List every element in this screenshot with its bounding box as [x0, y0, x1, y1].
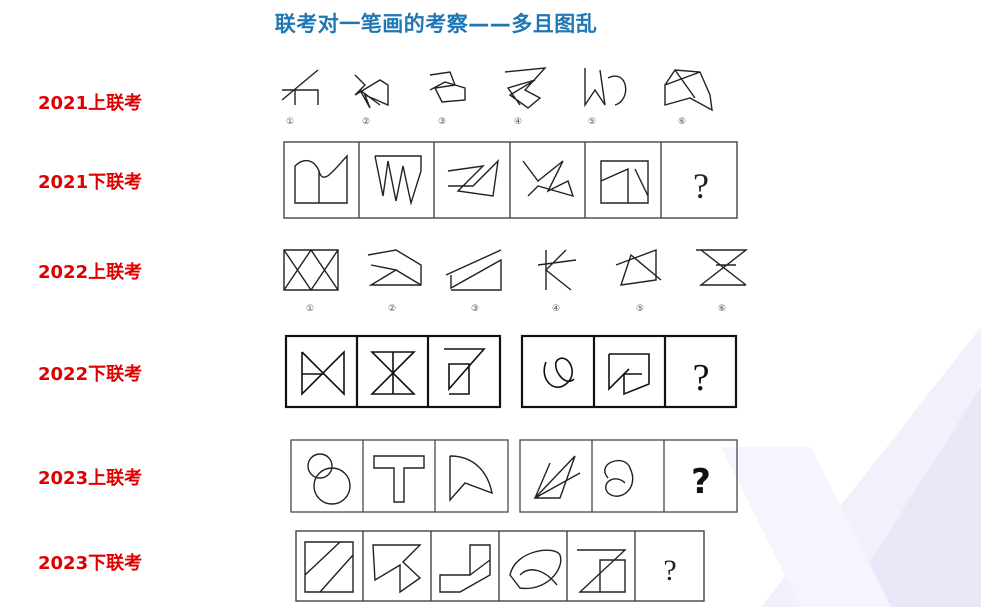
decorative-background-shape [721, 327, 981, 607]
figure-number-2: ② [362, 117, 370, 127]
row-label-2023-second-half: 2023下联考 [38, 553, 143, 574]
row-label-2021-second-half: 2021下联考 [38, 172, 143, 193]
figure-row-2021-second-half: ? [283, 141, 739, 220]
figure-number-5: ⑤ [588, 117, 596, 127]
figure-number-1: ① [306, 304, 314, 314]
figure-number-4: ④ [514, 117, 522, 127]
row-label-2022-second-half: 2022下联考 [38, 364, 143, 385]
row-label-2022-first-half: 2022上联考 [38, 262, 143, 283]
row-label-2023-first-half: 2023上联考 [38, 468, 143, 489]
question-mark: ? [693, 166, 709, 206]
figure-3 [429, 71, 466, 103]
figure-number-6: ⑥ [718, 304, 726, 314]
figure-5 [584, 68, 627, 108]
figure-4 [504, 67, 547, 109]
question-mark: ? [663, 554, 676, 587]
figure-number-2: ② [388, 304, 396, 314]
figure-1 [281, 69, 319, 105]
figure-number-6: ⑥ [678, 117, 686, 127]
figure-6 [664, 69, 713, 112]
figure-row-2022-second-half: ? [284, 334, 739, 410]
figure-number-3: ③ [471, 304, 479, 314]
question-mark: ? [693, 357, 710, 399]
figure-row-2022-first-half: ① ② ③ ④ ⑤ ⑥ [276, 240, 756, 316]
figure-number-1: ① [286, 117, 294, 127]
question-mark: ? [691, 462, 711, 502]
figure-row-2023-first-half: ? [290, 438, 740, 515]
row-label-2021-first-half: 2021上联考 [38, 93, 143, 114]
figure-row-2023-second-half: ? [295, 530, 707, 604]
figure-number-5: ⑤ [636, 304, 644, 314]
page-title: 联考对一笔画的考察——多且图乱 [274, 12, 598, 36]
figure-2 [354, 74, 389, 109]
figure-number-3: ③ [438, 117, 446, 127]
figure-number-4: ④ [552, 304, 560, 314]
figure-row-2021-first-half: ① ② ③ ④ ⑤ ⑥ [270, 60, 730, 130]
